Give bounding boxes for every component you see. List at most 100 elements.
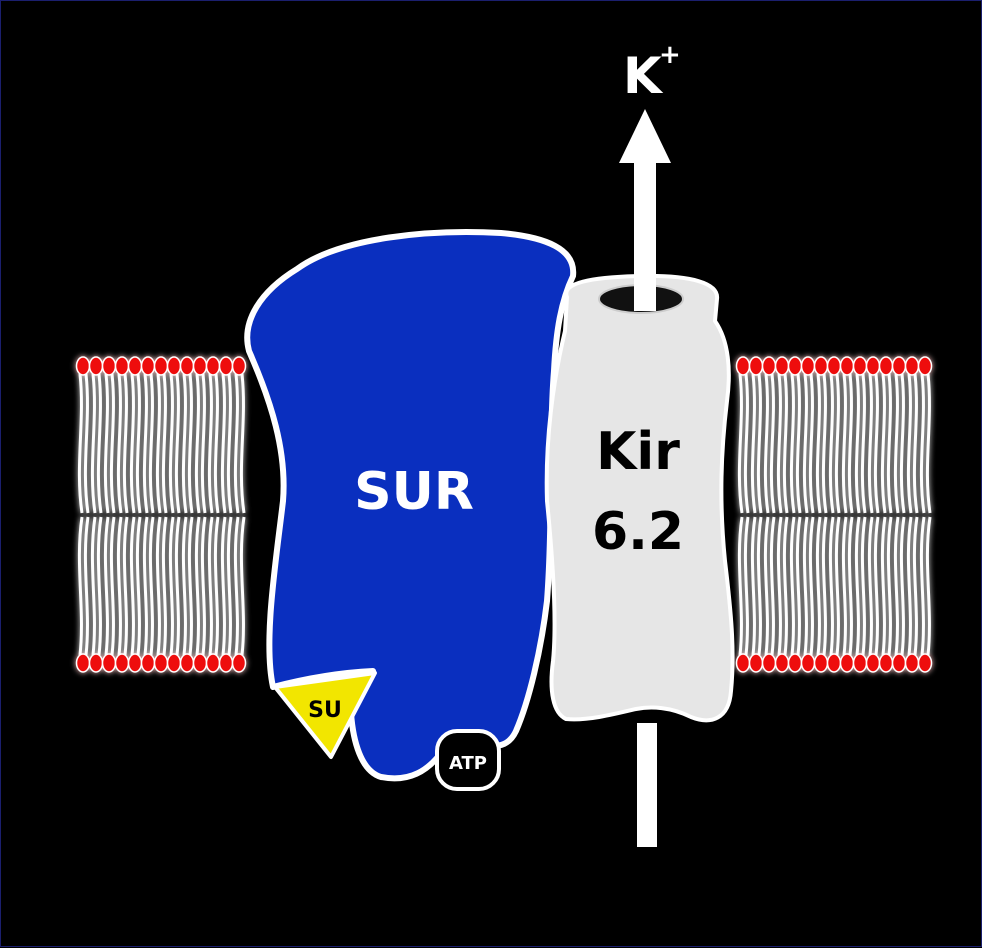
membrane-left-lipid-tail (105, 517, 108, 655)
membrane-left-lipid-head (233, 357, 246, 375)
membrane-right-lipid-tail (908, 517, 911, 655)
membrane-right-lipid-tail (901, 374, 904, 513)
su-label: SU (308, 698, 342, 723)
membrane-right-lipid-tail (888, 374, 891, 513)
membrane-right-lipid-head (737, 357, 750, 375)
membrane-right-lipid-tail (882, 517, 885, 655)
membrane-right-lipid-tail (875, 517, 878, 655)
membrane-left-lipid-head (129, 357, 142, 375)
membrane-right-lipid-head (789, 654, 802, 672)
membrane-left-lipid-tail (196, 374, 199, 513)
membrane-right-lipid-tail (836, 374, 839, 513)
ion-charge-label: + (659, 40, 681, 70)
membrane-right-lipid-head (880, 357, 893, 375)
membrane-right-lipid-tail (797, 517, 800, 655)
membrane-right-lipid-tail (921, 374, 924, 513)
membrane-left-lipid-head (194, 357, 207, 375)
membrane-left-lipid-head (103, 357, 116, 375)
membrane-right-lipid-head (763, 357, 776, 375)
membrane-left-lipid-tail (170, 374, 173, 513)
membrane-right-lipid-head (828, 357, 841, 375)
membrane-left-lipid-tail (144, 374, 147, 513)
membrane-right-lipid-head (841, 357, 854, 375)
ion-label: K (623, 47, 664, 105)
membrane-right-lipid-tail (849, 374, 852, 513)
membrane-right-lipid-tail (745, 374, 748, 513)
membrane-left-lipid-tail (111, 517, 114, 655)
ion-flow-arrow-shaft (634, 161, 656, 311)
membrane-right-lipid-tail (921, 517, 924, 655)
kir-label-line2: 6.2 (592, 502, 684, 562)
membrane-left-lipid-tail (235, 517, 238, 655)
membrane-right-lipid-head (828, 654, 841, 672)
membrane-left-lipid-head (220, 654, 233, 672)
membrane-left-lipid-tail (202, 517, 205, 655)
membrane-right-lipid-tail (817, 374, 820, 513)
membrane-left-lipid-head (90, 357, 103, 375)
membrane-left-lipid-head (129, 654, 142, 672)
membrane-right-lipid-tail (927, 374, 930, 513)
membrane-left-lipid-tail (124, 517, 127, 655)
membrane-right-lipid-tail (784, 374, 787, 513)
membrane-right-lipid-head (906, 357, 919, 375)
membrane-left-lipid-tail (118, 374, 121, 513)
membrane-right-lipid-head (776, 357, 789, 375)
membrane-left-lipid-head (194, 654, 207, 672)
membrane-left-lipid-tail (228, 374, 231, 513)
membrane-left-lipid-tail (137, 374, 140, 513)
membrane-left-lipid-tail (215, 374, 218, 513)
membrane-left-lipid-tail (85, 517, 88, 655)
membrane-right-lipid-tail (856, 374, 859, 513)
membrane-left-lipid-tail (209, 517, 212, 655)
membrane-left-lipid-tail (189, 374, 192, 513)
membrane-left-lipid-tail (157, 517, 160, 655)
membrane-left-lipid-tail (176, 517, 179, 655)
membrane-left-lipid-tail (137, 517, 140, 655)
membrane-left-lipid-tail (215, 517, 218, 655)
membrane-left-lipid-head (233, 654, 246, 672)
membrane-right-lipid-tail (830, 374, 833, 513)
membrane-right-lipid-tail (752, 517, 755, 655)
membrane-right-lipid-tail (765, 517, 768, 655)
membrane-left-lipid-tail (163, 374, 166, 513)
membrane-right-lipid-head (750, 357, 763, 375)
membrane-left-lipid-tail (150, 374, 153, 513)
membrane-left-lipid-tail (157, 374, 160, 513)
membrane-left-lipid-head (181, 654, 194, 672)
membrane-right-lipid-head (893, 357, 906, 375)
membrane-right-lipid-head (802, 654, 815, 672)
membrane-left-lipid-head (77, 654, 90, 672)
membrane-right-lipid-head (776, 654, 789, 672)
membrane-right-lipid-tail (914, 374, 917, 513)
membrane-left-lipid-tail (235, 374, 238, 513)
membrane-left-lipid-head (168, 654, 181, 672)
membrane-right-lipid-tail (895, 374, 898, 513)
membrane-left-lipid-tail (98, 374, 101, 513)
membrane-left-lipid-tail (105, 374, 108, 513)
membrane-left-lipid-tail (209, 374, 212, 513)
membrane-left-lipid-tail (202, 374, 205, 513)
membrane-right-lipid-head (750, 654, 763, 672)
membrane-right-lipid-head (867, 654, 880, 672)
membrane-left-lipid-tail (98, 517, 101, 655)
ion-flow-arrow-head (619, 109, 671, 163)
membrane-left-lipid-head (207, 654, 220, 672)
membrane-right-lipid-head (737, 654, 750, 672)
membrane-right-lipid-tail (901, 517, 904, 655)
membrane-right-lipid-tail (869, 517, 872, 655)
membrane-left-lipid-head (168, 357, 181, 375)
membrane-left-lipid-tail (222, 374, 225, 513)
membrane-left-lipid-tail (144, 517, 147, 655)
membrane-left-lipid-tail (85, 374, 88, 513)
membrane-right-lipid-tail (791, 374, 794, 513)
membrane-right-lipid-tail (758, 517, 761, 655)
membrane-right-lipid-tail (836, 517, 839, 655)
membrane-left-lipid-head (181, 357, 194, 375)
membrane-right-lipid-tail (810, 374, 813, 513)
membrane-left-lipid-tail (131, 517, 134, 655)
membrane-right-lipid-tail (784, 517, 787, 655)
membrane-left-lipid-tail (241, 517, 244, 655)
membrane-left-lipid-tail (189, 517, 192, 655)
